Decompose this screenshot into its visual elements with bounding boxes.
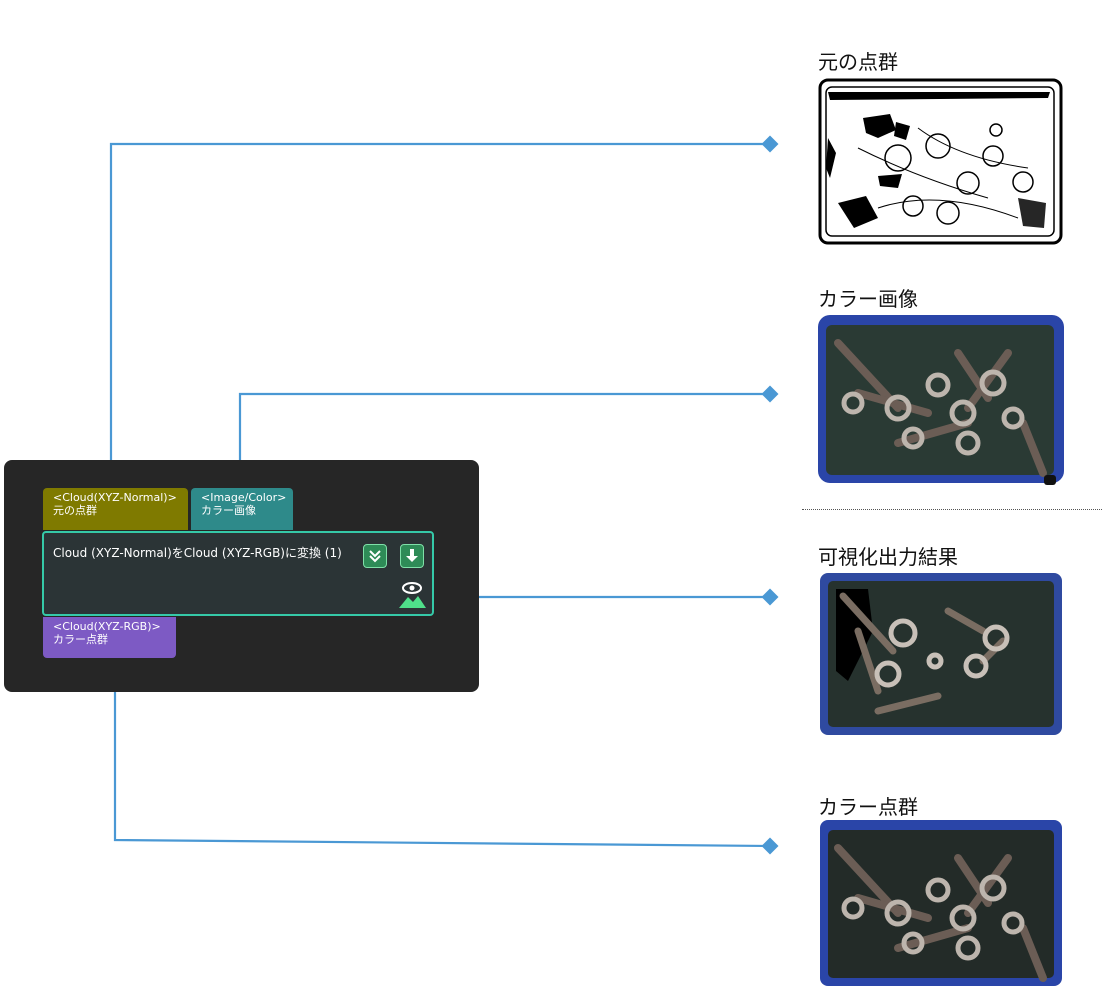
preview-label-visualization: 可視化出力結果	[818, 541, 958, 570]
port-type: <Cloud(XYZ-RGB)>	[53, 620, 168, 633]
preview-visualization-image	[818, 571, 1064, 738]
wire-color-image	[240, 394, 770, 470]
output-port-colored-cloud[interactable]: <Cloud(XYZ-RGB)> カラー点群	[43, 617, 176, 658]
wire-colored-cloud	[115, 679, 770, 846]
conversion-node[interactable]: <Cloud(XYZ-Normal)> 元の点群 <Image/Color> カ…	[4, 460, 479, 692]
wire-endpoint	[762, 589, 779, 606]
preview-original-cloud-image	[818, 78, 1064, 245]
wire-endpoint	[762, 386, 779, 403]
node-title: Cloud (XYZ-Normal)をCloud (XYZ-RGB)に変換 (1…	[53, 544, 342, 561]
eye-person-icon[interactable]	[396, 581, 428, 609]
wire-original-cloud	[111, 144, 770, 470]
port-type: <Image/Color>	[201, 491, 285, 504]
collapse-button[interactable]	[363, 544, 387, 568]
preview-colored-cloud-image	[818, 818, 1064, 990]
preview-label-color-image: カラー画像	[818, 283, 918, 312]
preview-color-image	[818, 313, 1064, 487]
input-port-original-cloud[interactable]: <Cloud(XYZ-Normal)> 元の点群	[43, 488, 188, 530]
port-type: <Cloud(XYZ-Normal)>	[53, 491, 180, 504]
input-port-color-image[interactable]: <Image/Color> カラー画像	[191, 488, 293, 530]
preview-label-original-cloud: 元の点群	[818, 46, 898, 75]
wire-endpoint	[762, 136, 779, 153]
download-button[interactable]	[400, 544, 424, 568]
node-body[interactable]: Cloud (XYZ-Normal)をCloud (XYZ-RGB)に変換 (1…	[42, 531, 434, 616]
port-name: 元の点群	[53, 504, 180, 517]
divider	[802, 509, 1102, 510]
arrow-down-icon	[404, 548, 420, 564]
port-name: カラー画像	[201, 504, 285, 517]
port-name: カラー点群	[53, 633, 168, 646]
wire-endpoint	[762, 838, 779, 855]
preview-label-colored-cloud: カラー点群	[818, 791, 918, 820]
double-chevron-down-icon	[367, 548, 383, 564]
